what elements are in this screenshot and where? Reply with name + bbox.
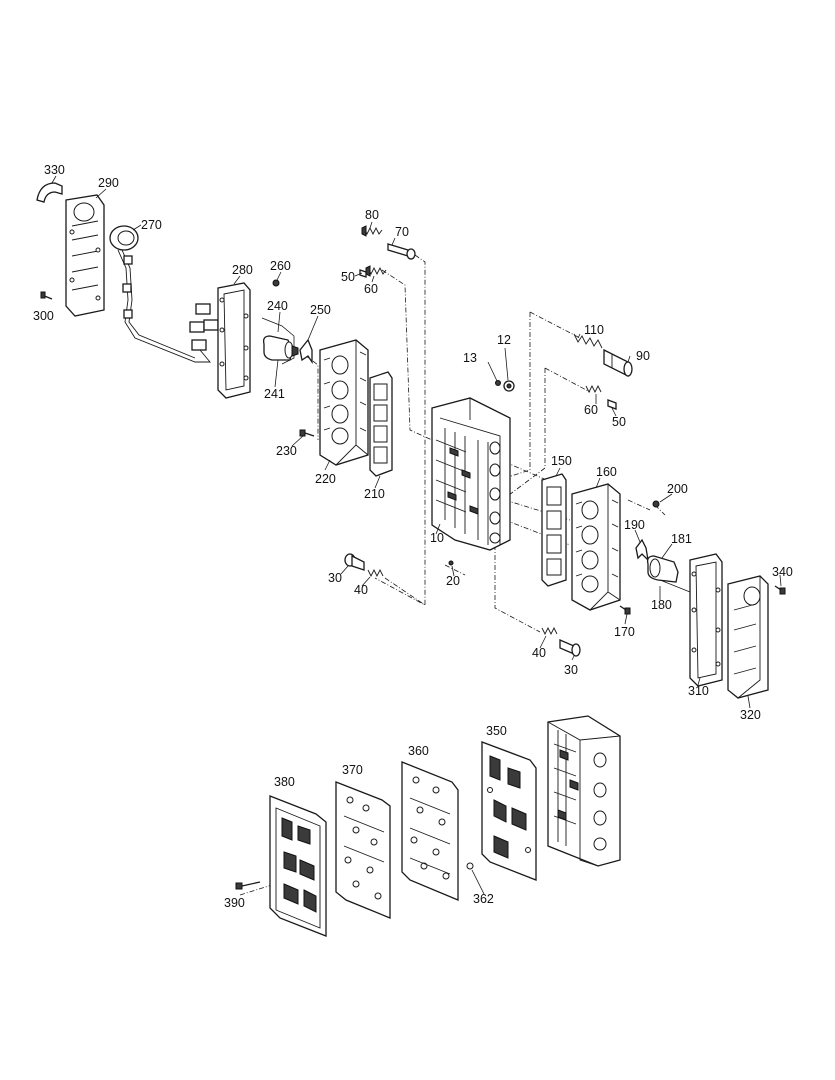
label-20: 20	[446, 574, 460, 588]
part-assembled-valve-block	[547, 715, 621, 867]
part-180-solenoid	[646, 555, 691, 593]
label-210: 210	[364, 487, 385, 501]
label-270: 270	[141, 218, 162, 232]
label-320: 320	[740, 708, 761, 722]
label-40-left: 40	[354, 583, 368, 597]
label-310: 310	[688, 684, 709, 698]
assembly-centerlines	[239, 254, 666, 896]
label-190: 190	[624, 518, 645, 532]
part-20-ball	[448, 560, 454, 566]
label-390: 390	[224, 896, 245, 910]
part-390-screw	[235, 881, 261, 890]
label-60-right: 60	[584, 403, 598, 417]
label-180: 180	[651, 598, 672, 612]
label-260: 260	[270, 259, 291, 273]
label-370: 370	[342, 763, 363, 777]
part-200-plug	[652, 500, 660, 508]
part-320-cover	[727, 575, 769, 699]
label-12: 12	[497, 333, 511, 347]
label-300: 300	[33, 309, 54, 323]
label-60-left: 60	[364, 282, 378, 296]
label-230: 230	[276, 444, 297, 458]
part-310-gasket	[689, 553, 723, 687]
part-13-ball	[495, 380, 501, 386]
part-270-harness	[109, 225, 219, 363]
label-160: 160	[596, 465, 617, 479]
label-362: 362	[473, 892, 494, 906]
label-360: 360	[408, 744, 429, 758]
part-360-plate	[401, 761, 459, 901]
label-380: 380	[274, 775, 295, 789]
part-220-valve-body	[319, 339, 369, 466]
part-50-plug-left	[359, 269, 367, 278]
part-362-ball	[466, 862, 474, 870]
label-240: 240	[267, 299, 288, 313]
label-10: 10	[430, 531, 444, 545]
part-110-spring	[573, 333, 603, 349]
part-280-gasket	[217, 282, 251, 399]
part-240-solenoid	[261, 317, 299, 365]
label-30-left: 30	[328, 571, 342, 585]
part-350-plate	[481, 741, 537, 881]
callout-leaders	[51, 175, 782, 895]
part-380-plate	[269, 795, 327, 937]
label-50-right: 50	[612, 415, 626, 429]
part-30-plug-left	[344, 553, 365, 571]
label-241: 241	[264, 387, 285, 401]
part-290-cover	[65, 194, 105, 317]
part-330-clip	[36, 182, 63, 203]
label-220: 220	[315, 472, 336, 486]
label-40-right: 40	[532, 646, 546, 660]
part-160-valve-body	[571, 483, 621, 611]
part-300-screw	[40, 291, 53, 300]
part-210-gasket	[369, 371, 393, 477]
label-340: 340	[772, 565, 793, 579]
label-90: 90	[636, 349, 650, 363]
label-330: 330	[44, 163, 65, 177]
label-181: 181	[671, 532, 692, 546]
label-80: 80	[365, 208, 379, 222]
part-230-screw	[299, 429, 315, 437]
part-340-screw	[774, 585, 786, 595]
label-30-right: 30	[564, 663, 578, 677]
label-170: 170	[614, 625, 635, 639]
label-13: 13	[463, 351, 477, 365]
part-12-plug	[503, 380, 515, 392]
label-290: 290	[98, 176, 119, 190]
part-150-gasket	[541, 473, 567, 587]
part-50-plug-right	[607, 399, 617, 410]
part-370-plate	[335, 781, 391, 919]
label-250: 250	[310, 303, 331, 317]
part-30-plug-right	[559, 639, 581, 657]
callout-labels: 330 290 270 300 280 260 240 250 241 230 …	[33, 163, 793, 910]
part-80-spring	[361, 225, 383, 237]
part-250-bracket	[299, 338, 313, 365]
label-150: 150	[551, 454, 572, 468]
part-190-bracket	[635, 538, 649, 562]
part-10-main-valve-body	[431, 397, 511, 551]
part-40-spring-left	[367, 568, 384, 578]
part-90-plunger	[603, 348, 633, 378]
label-70: 70	[395, 225, 409, 239]
label-110: 110	[584, 323, 604, 337]
part-60-spring-right	[585, 384, 602, 394]
part-70-spool	[387, 243, 416, 260]
label-200: 200	[667, 482, 688, 496]
label-50-left: 50	[341, 270, 355, 284]
label-280: 280	[232, 263, 253, 277]
part-40-spring-right	[541, 626, 558, 636]
part-260-plug	[272, 279, 280, 287]
label-350: 350	[486, 724, 507, 738]
part-170-screw	[619, 605, 631, 615]
